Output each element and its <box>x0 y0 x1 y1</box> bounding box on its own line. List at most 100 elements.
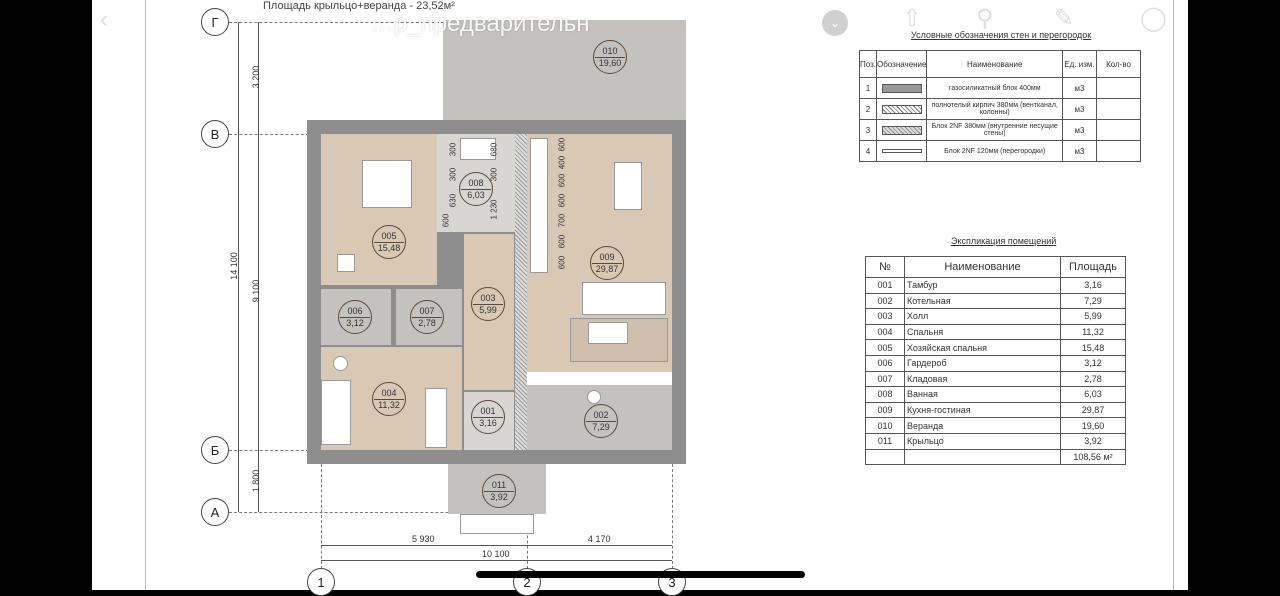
room-number: 009 <box>599 252 615 262</box>
bath-dim: 600 <box>441 213 451 228</box>
room-area: 6,03 <box>467 190 485 200</box>
cell-name: Гардероб <box>904 354 1061 372</box>
bed-single <box>321 380 351 445</box>
round-table <box>333 356 348 371</box>
room-number: 006 <box>347 306 363 316</box>
pos: 3 <box>859 119 877 141</box>
markup-icon[interactable]: ✎ <box>1054 5 1075 32</box>
pos: 1 <box>859 77 877 99</box>
cell-empty <box>865 448 905 466</box>
total-area: 108,56 м² <box>1060 448 1126 466</box>
room-number: 004 <box>381 388 397 398</box>
kitchen-counter <box>530 138 548 273</box>
room-tag-006: 006 3,12 <box>338 300 372 334</box>
room-area: 15,48 <box>377 243 401 253</box>
cell-area: 11,32 <box>1060 323 1126 341</box>
cell-no: 002 <box>865 292 905 310</box>
cell-name: Кухня-гостиная <box>904 401 1061 419</box>
search-icon[interactable]: ⚲ <box>976 5 994 32</box>
more-icon[interactable]: ◯ <box>1140 5 1167 32</box>
symbol-gas-block <box>875 77 928 99</box>
dimension-line <box>321 545 672 546</box>
room-number: 010 <box>602 46 618 56</box>
legend-row: 3 Блок 2NF 380мм (внутренние несущие стен… <box>859 119 1141 141</box>
cell-no: 008 <box>865 386 905 403</box>
cell-area: 3,12 <box>1060 354 1126 372</box>
dimension-line <box>258 22 259 512</box>
cell-area: 15,48 <box>1060 339 1126 356</box>
axis-bubble-g: Г <box>201 8 229 36</box>
header-symbol: Обозначение <box>875 50 928 78</box>
unit: м3 <box>1062 140 1097 162</box>
dim-9100: 9 100 <box>251 279 261 303</box>
bath-dim: 300 <box>448 167 458 182</box>
room-number: 001 <box>480 406 496 416</box>
porch-steps <box>460 514 534 534</box>
armchair <box>337 254 355 272</box>
room-number: 002 <box>593 410 609 420</box>
bath-dim: 300 <box>489 167 499 182</box>
dim-1800: 1 800 <box>251 469 261 493</box>
cell-name: Тамбур <box>904 277 1061 294</box>
unit: м3 <box>1062 119 1097 141</box>
symbol-brick <box>875 98 928 120</box>
room-area: 29,87 <box>595 264 619 274</box>
cell-empty <box>904 448 1061 466</box>
axis-line <box>229 450 309 451</box>
axis-line <box>229 22 444 23</box>
cell-name: Кладовая <box>904 370 1061 388</box>
bath-dim: 1 230 <box>489 199 499 220</box>
header-no: № <box>865 256 905 278</box>
room-tag-010: 010 19,60 <box>593 40 627 74</box>
cell-name: Холл <box>904 308 1061 325</box>
room-area: 2,78 <box>418 318 436 328</box>
dimension-line <box>321 560 672 561</box>
header-qty: Кол-во <box>1096 50 1141 78</box>
sofa <box>582 282 666 315</box>
name: полнотелый кирпич 380мм (вентканал, коло… <box>926 98 1063 120</box>
room-area: 5,99 <box>479 305 497 315</box>
cell-no: 010 <box>865 417 905 434</box>
qty <box>1096 98 1141 120</box>
room-veranda <box>443 20 686 120</box>
axis-line <box>229 512 529 513</box>
room-tag-009: 009 29,87 <box>590 246 624 280</box>
room-number: 011 <box>491 480 507 490</box>
axis-line <box>672 464 673 569</box>
cell-no: 011 <box>865 432 905 450</box>
room-area: 19,60 <box>598 58 622 68</box>
horizontal-scrollbar[interactable] <box>476 571 805 578</box>
desk <box>425 388 447 448</box>
dimension-line <box>238 22 239 512</box>
cell-area: 7,29 <box>1060 292 1126 310</box>
cell-no: 006 <box>865 354 905 372</box>
coffee-table <box>588 322 628 344</box>
header-name: Наименование <box>926 50 1063 78</box>
room-area: 3,12 <box>346 318 364 328</box>
cell-name: Ванная <box>904 386 1061 403</box>
share-icon[interactable]: ⇧ <box>902 5 923 32</box>
partition <box>527 372 672 385</box>
cell-no: 001 <box>865 277 905 294</box>
explication-total-row: 108,56 м² <box>865 448 1126 466</box>
bed <box>362 160 412 208</box>
axis-bubble-v: В <box>201 120 229 148</box>
name: Блок 2NF 380мм (внутренние несущие стены… <box>926 119 1063 141</box>
room-area: 3,16 <box>479 418 497 428</box>
chevron-left-icon[interactable]: ‹ <box>100 6 108 33</box>
chevron-down-circle-icon[interactable]: ⌄ <box>822 10 848 36</box>
header-area: Площадь <box>1060 256 1126 278</box>
kitchen-dim: 600 <box>557 255 567 270</box>
dim-14100: 14 100 <box>229 252 239 280</box>
cell-no: 003 <box>865 308 905 325</box>
